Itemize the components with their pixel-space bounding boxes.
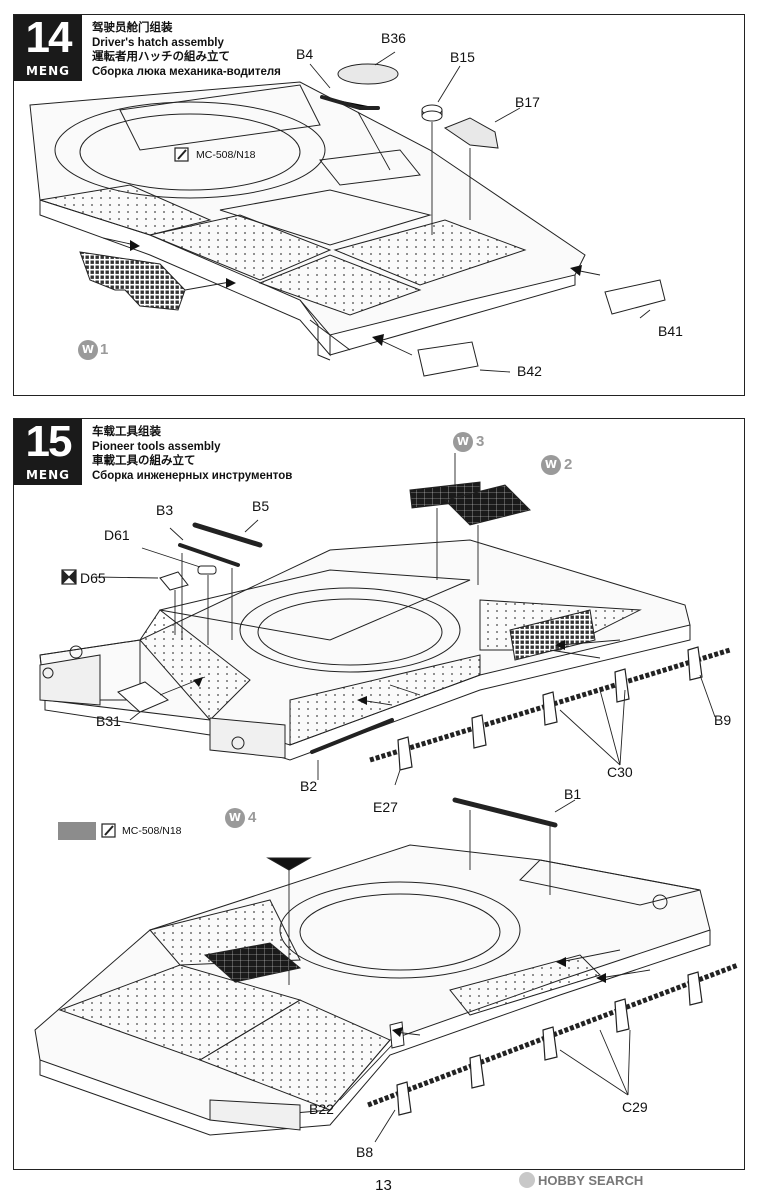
step-15-title-zh: 车载工具组装 — [92, 426, 161, 438]
cement-icon — [61, 569, 77, 585]
label-b1: B1 — [564, 786, 582, 802]
label-b42: B42 — [517, 363, 542, 379]
step-15-paint-code: MC-508/N18 — [122, 825, 182, 837]
label-c30: C30 — [607, 764, 633, 780]
wash-icon: W — [541, 455, 561, 475]
part-d61 — [197, 565, 217, 575]
part-d65 — [159, 571, 189, 591]
part-b42 — [417, 341, 479, 377]
part-b2 — [310, 718, 394, 754]
page-number: 13 — [375, 1177, 392, 1194]
label-b3: B3 — [156, 502, 174, 518]
label-b15: B15 — [450, 49, 475, 65]
wash-4-marker — [266, 857, 312, 871]
label-b8: B8 — [356, 1144, 374, 1160]
step-14-paint-code: MC-508/N18 — [196, 149, 256, 161]
step-14-badge: 14 MENG — [14, 13, 82, 81]
part-b3 — [178, 543, 240, 567]
step-14-title-en: Driver's hatch assembly — [92, 36, 224, 49]
paint-brush-icon — [101, 823, 116, 838]
label-b17: B17 — [515, 94, 540, 110]
part-b1 — [452, 797, 558, 828]
step-14-number: 14 — [25, 13, 73, 62]
step-15-upper-hull — [39, 539, 691, 761]
part-b4 — [320, 95, 380, 110]
step-15-title-ru: Сборка инженерных инструментов — [92, 469, 293, 482]
part-w2-plate — [444, 484, 531, 526]
step-15-lower-hull — [34, 844, 711, 1136]
step-14-parts — [79, 63, 666, 377]
step-14-hull-drawing — [29, 81, 586, 361]
part-b41 — [604, 279, 666, 315]
label-b36: B36 — [381, 30, 406, 46]
label-b41: B41 — [658, 323, 683, 339]
wash-icon: W — [78, 340, 98, 360]
wash-4-number: 4 — [248, 809, 257, 826]
step-15-upper-parts — [117, 481, 531, 754]
step-15-lower-parts — [203, 797, 558, 1049]
label-b5: B5 — [252, 498, 270, 514]
label-b4: B4 — [296, 46, 314, 62]
step-15-title-ja: 車載工具の組み立て — [92, 455, 196, 467]
step-14-titles: 驾驶员舱门组装 Driver's hatch assembly 運転者用ハッチの… — [92, 21, 281, 79]
paint-brush-icon — [174, 147, 189, 162]
wash-icon: W — [225, 808, 245, 828]
step-15-lower-arrows — [392, 957, 606, 1037]
wash-3-number: 3 — [476, 433, 485, 450]
step-15-lower-track — [367, 962, 739, 1116]
step-14-leaders — [102, 51, 651, 373]
label-b22: B22 — [309, 1101, 334, 1117]
step-15-lower-leaders — [288, 799, 651, 1143]
step-15-upper-arrows — [193, 640, 565, 705]
label-b2: B2 — [300, 778, 318, 794]
step-14-arrows — [130, 240, 582, 346]
step-15-title-en: Pioneer tools assembly — [92, 440, 221, 453]
part-b31 — [117, 681, 169, 713]
label-b31: B31 — [96, 713, 121, 729]
step-15-upper-track — [369, 646, 731, 771]
step-14-title-zh: 驾驶员舱门组装 — [92, 22, 173, 34]
part-b22 — [389, 1021, 405, 1049]
part-b5 — [192, 522, 263, 548]
watermark-logo-icon — [519, 1172, 535, 1188]
step-14-wash-number: 1 — [100, 341, 109, 358]
wash-icon: W — [453, 432, 473, 452]
label-c29: C29 — [622, 1099, 648, 1115]
label-d61: D61 — [104, 527, 130, 543]
paint-swatch — [58, 822, 96, 840]
part-w1-mesh — [79, 251, 186, 311]
step-14-title-ja: 運転者用ハッチの組み立て — [92, 51, 230, 63]
step-15-brand: MENG — [25, 468, 71, 482]
label-b9: B9 — [714, 712, 732, 728]
step-15-badge: 15 MENG — [14, 417, 82, 485]
step-15-upper-leaders — [95, 453, 716, 786]
part-b36 — [337, 63, 399, 85]
step-14-title-ru: Сборка люка механика-водителя — [92, 65, 281, 78]
step-15-titles: 车载工具组装 Pioneer tools assembly 車載工具の組み立て … — [92, 425, 292, 483]
label-e27: E27 — [373, 799, 398, 815]
label-d65: D65 — [80, 570, 106, 586]
watermark-text: HOBBY SEARCH — [538, 1173, 644, 1188]
part-b17 — [443, 117, 499, 149]
step-15-number: 15 — [25, 417, 73, 466]
part-w4-plate — [203, 942, 302, 983]
wash-2-number: 2 — [564, 456, 573, 473]
step-14-brand: MENG — [25, 64, 71, 78]
